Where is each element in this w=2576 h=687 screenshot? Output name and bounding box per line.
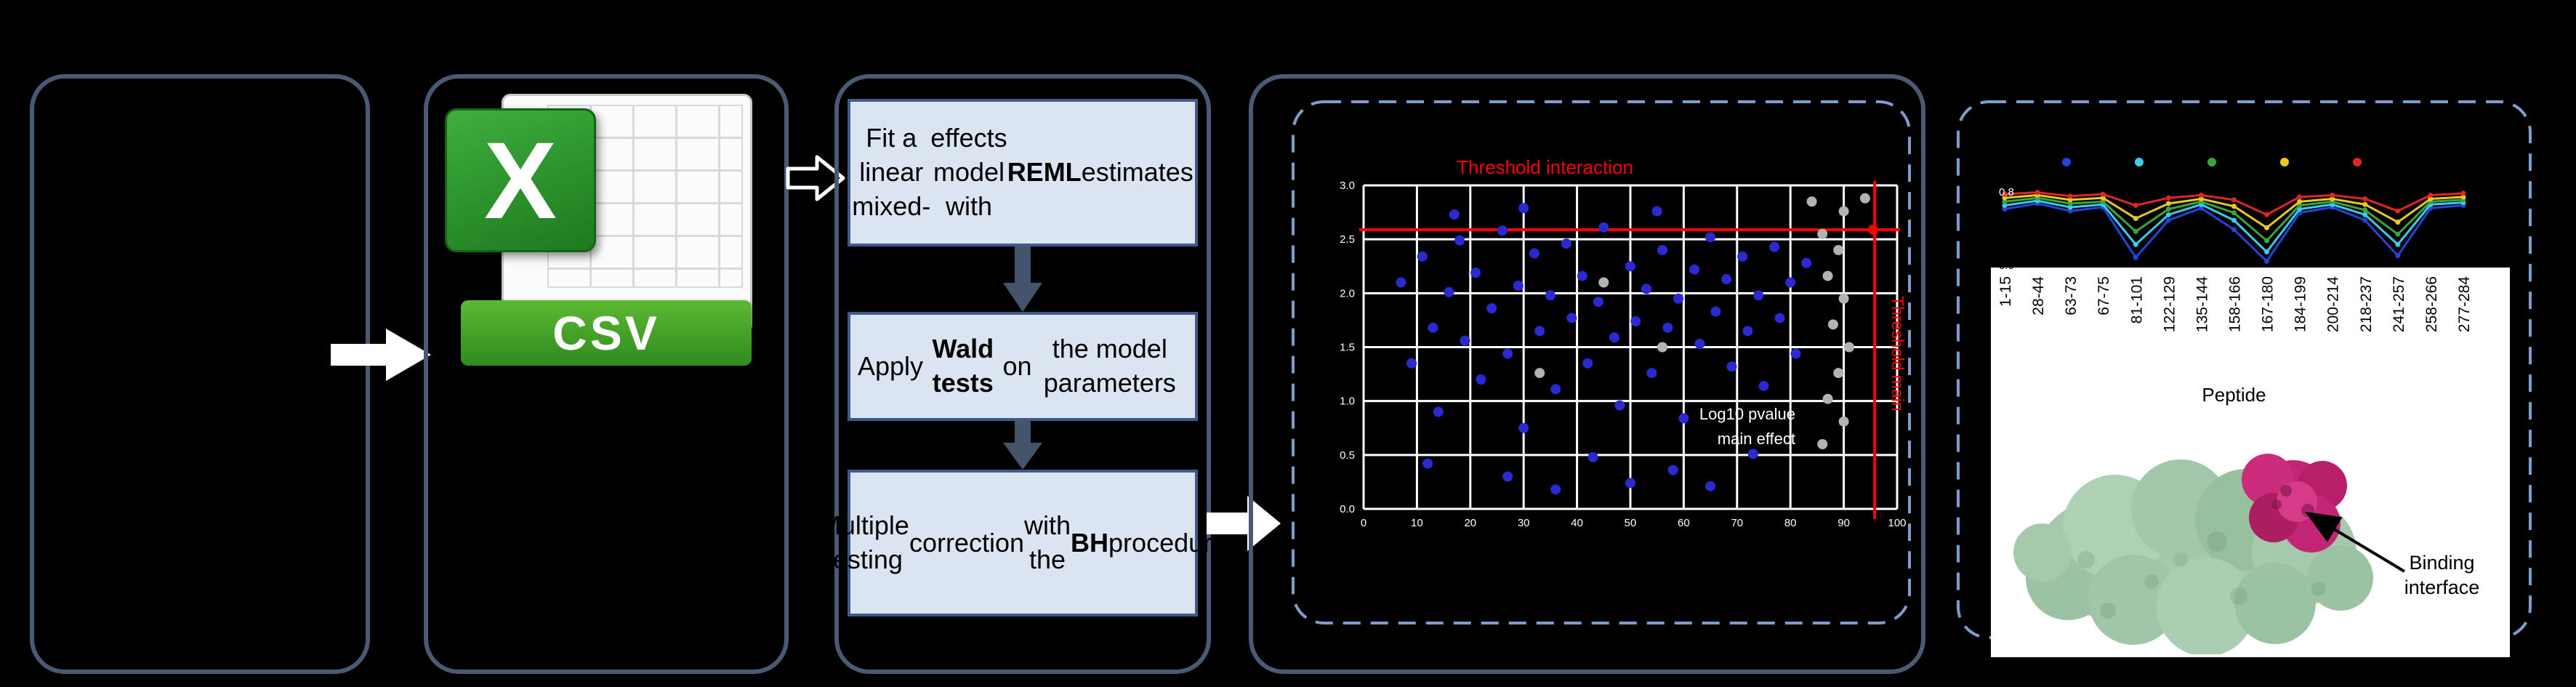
svg-text:0.5: 0.5 [1340,449,1355,462]
svg-text:241-257: 241-257 [2391,276,2407,332]
svg-text:2.5: 2.5 [1340,233,1355,246]
svg-text:main effect: main effect [1718,430,1795,448]
binding-interface-line1: Binding [2409,552,2475,574]
svg-text:30: 30 [1518,517,1530,529]
svg-text:Threshold main: Threshold main [1888,296,1907,411]
svg-text:0.0: 0.0 [1340,503,1355,515]
svg-text:70: 70 [1731,517,1743,529]
svg-text:90: 90 [1838,517,1850,529]
svg-text:0.0: 0.0 [1999,260,2014,271]
csv-file-icon: X CSV [445,88,757,371]
svg-text:60: 60 [1678,517,1690,529]
svg-text:10: 10 [1411,517,1423,529]
results-panel [1249,74,1925,674]
svg-text:50: 50 [1625,517,1637,529]
flow-arrow-right-1-icon [331,329,431,381]
svg-text:1.5: 1.5 [1340,342,1355,354]
svg-text:184-199: 184-199 [2293,276,2309,332]
peptide-axis-title: Peptide [2202,384,2266,406]
svg-text:122-129: 122-129 [2161,276,2178,332]
peptide-axis-labels: 1-15 28-44 63-73 67-75 81-101 122-129 135-144 1… [1997,276,2472,332]
svg-text:20: 20 [1464,517,1476,529]
svg-text:0: 0 [1361,517,1367,529]
svg-text:135-144: 135-144 [2194,276,2210,332]
down-arrow-2-icon [1003,421,1042,470]
svg-text:0.8: 0.8 [1999,186,2014,198]
svg-text:200-214: 200-214 [2325,276,2342,332]
down-arrow-1-icon [1003,246,1042,312]
binding-interface-label: Binding interface [2378,551,2505,600]
svg-text:40: 40 [1571,517,1583,529]
excel-x-logo: X [445,108,596,252]
svg-text:81-101: 81-101 [2128,276,2145,324]
svg-text:Log10 pvalue: Log10 pvalue [1699,405,1795,423]
svg-text:28-44: 28-44 [2030,276,2047,316]
svg-text:277-284: 277-284 [2456,276,2472,332]
threshold-scatter-plot: 0 10 20 30 40 50 60 70 80 90 100 3.0 2.5 2.0 1.5 1.0 0.5… [1340,156,1907,529]
uptake-line-chart: 0.8 0.0 [1999,158,2466,271]
svg-text:63-73: 63-73 [2063,276,2080,316]
svg-text:258-266: 258-266 [2423,276,2440,332]
protein-surface-green [2013,459,2373,654]
svg-text:100: 100 [1888,517,1906,529]
csv-panel: X CSV [424,74,789,674]
svg-text:Threshold interaction: Threshold interaction [1457,156,1633,178]
svg-text:1-15: 1-15 [1997,276,2014,307]
binding-interface-line2: interface [2404,576,2480,598]
binding-interface-arrow-icon [2305,511,2406,573]
svg-text:167-180: 167-180 [2260,276,2277,332]
svg-text:67-75: 67-75 [2096,276,2112,316]
flow-arrow-right-3-icon [1207,496,1281,551]
svg-text:1.0: 1.0 [1340,395,1355,408]
svg-text:3.0: 3.0 [1340,180,1355,192]
input-panel [30,74,370,674]
svg-text:218-237: 218-237 [2358,276,2375,332]
svg-text:2.0: 2.0 [1340,287,1355,300]
excel-x-letter: X [483,118,558,241]
scatter-dashed-frame [1292,100,1911,624]
svg-text:158-166: 158-166 [2226,276,2243,332]
flow-arrow-right-2-icon [786,155,845,201]
csv-banner: CSV [461,300,752,366]
svg-text:80: 80 [1784,517,1797,529]
